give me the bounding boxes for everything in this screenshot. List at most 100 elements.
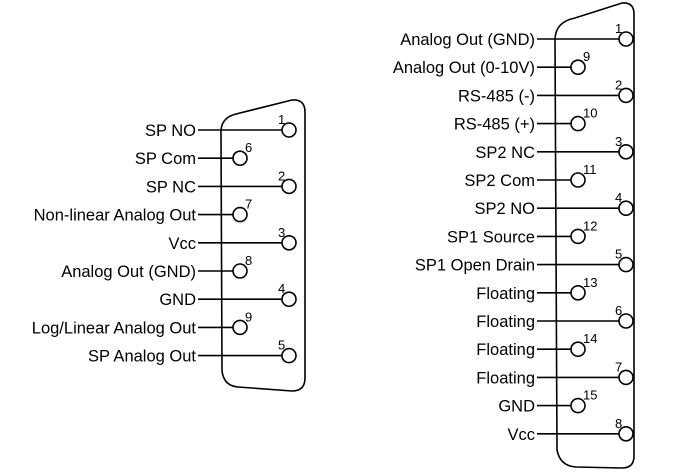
pin-label: Log/Linear Analog Out [32, 319, 197, 337]
db15-pin-5: SP1 Open Drain 5 [415, 247, 634, 275]
db9-pin-3: Vcc 3 [168, 225, 297, 253]
pin-number: 5 [615, 247, 622, 262]
db9-pin-8: Analog Out (GND) 8 [61, 253, 252, 281]
pin-number: 3 [278, 225, 285, 240]
pin-label: SP NO [145, 122, 196, 140]
db15-pin-4: SP2 NO 4 [474, 190, 634, 218]
db15-pin-15: GND 15 [498, 388, 597, 416]
pin-number: 1 [615, 21, 622, 36]
pin-label: Floating [476, 369, 535, 387]
db15-pin-10: RS-485 (+) 10 [454, 106, 598, 134]
pin-contact-icon [618, 369, 634, 386]
pin-contact-icon [570, 59, 586, 75]
pin-label: SP Analog Out [88, 348, 196, 366]
pin-label: SP2 NO [474, 200, 535, 218]
pin-contact-icon [618, 87, 634, 104]
db9-pin-6: SP Com 6 [135, 140, 252, 168]
db15-pin-8: Vcc 8 [507, 416, 634, 444]
db15-pin-1: Analog Out (GND) 1 [400, 21, 634, 49]
pin-contact-icon [232, 263, 248, 279]
pin-contact-icon [570, 172, 586, 188]
pin-number: 8 [245, 253, 252, 268]
db9-pin-1: SP NO 1 [145, 112, 297, 140]
pin-label: RS-485 (-) [458, 87, 535, 105]
pin-contact-icon [281, 122, 297, 138]
pin-contact-icon [618, 313, 634, 329]
db15-pin-6: Floating 6 [476, 303, 634, 331]
pin-number: 2 [278, 168, 285, 183]
pin-label: Non-linear Analog Out [34, 207, 197, 225]
db15-pin-9: Analog Out (0-10V) 9 [393, 49, 590, 77]
db15-pin-3: SP2 NC 3 [475, 134, 634, 162]
pin-contact-icon [570, 115, 586, 132]
db9-pin-4: GND 4 [159, 281, 297, 309]
pin-label: SP2 Com [464, 172, 535, 190]
db9-connector [220, 99, 306, 392]
pin-contact-icon [618, 144, 634, 160]
pin-contact-icon [281, 235, 297, 251]
pin-number: 8 [615, 416, 622, 431]
pin-label: SP1 Source [447, 228, 535, 246]
db9-pin-5: SP Analog Out 5 [88, 338, 297, 366]
pin-label: GND [159, 291, 196, 309]
pin-number: 15 [583, 388, 597, 403]
pin-contact-icon [618, 31, 634, 47]
pin-contact-icon [232, 206, 248, 223]
pin-label: Floating [476, 341, 535, 359]
pin-number: 9 [583, 49, 590, 64]
pin-number: 9 [245, 309, 252, 324]
pin-contact-icon [570, 284, 586, 301]
pin-number: 7 [615, 359, 622, 374]
pin-contact-icon [570, 341, 586, 358]
pin-label: Analog Out (0-10V) [393, 59, 535, 77]
pin-number: 3 [615, 134, 622, 149]
pin-label: SP2 NC [475, 144, 535, 162]
pin-label: Vcc [168, 235, 196, 253]
pin-label: Analog Out (GND) [61, 263, 196, 281]
db15-pin-13: Floating 13 [476, 275, 597, 303]
pin-number: 4 [615, 190, 622, 205]
db9-shell [220, 99, 306, 392]
pin-contact-icon [232, 150, 248, 166]
pin-label: RS-485 (+) [454, 116, 535, 134]
pin-label: Analog Out (GND) [400, 31, 535, 49]
db15-pin-12: SP1 Source 12 [447, 218, 598, 246]
pin-contact-icon [281, 291, 297, 308]
pin-contact-icon [232, 319, 248, 336]
pin-contact-icon [570, 228, 586, 245]
pin-label: SP NC [146, 178, 196, 196]
db15-pin-7: Floating 7 [476, 359, 634, 387]
db9-pin-7: Non-linear Analog Out 7 [34, 197, 253, 225]
pin-number: 5 [278, 338, 285, 353]
db15-pin-14: Floating 14 [476, 331, 597, 359]
pin-number: 7 [245, 197, 252, 212]
db15-connector [554, 2, 635, 469]
pin-label: Floating [476, 285, 535, 303]
db9-pin-2: SP NC 2 [146, 168, 297, 196]
pin-label: Vcc [507, 426, 535, 444]
pin-number: 14 [583, 331, 597, 346]
pin-number: 4 [278, 281, 285, 296]
pin-contact-icon [570, 397, 586, 414]
db15-pin-11: SP2 Com 11 [464, 162, 596, 190]
pin-contact-icon [618, 256, 634, 273]
pin-number: 6 [245, 140, 252, 155]
pin-label: SP1 Open Drain [415, 257, 535, 275]
db9-pin-9: Log/Linear Analog Out 9 [32, 309, 252, 337]
pin-number: 13 [583, 275, 597, 290]
pin-number: 10 [583, 106, 597, 121]
pin-number: 6 [615, 303, 622, 318]
pin-contact-icon [618, 425, 634, 442]
db15-pin-2: RS-485 (-) 2 [458, 77, 634, 105]
pin-contact-icon [618, 200, 634, 216]
pin-number: 12 [583, 218, 597, 233]
db15-shell [554, 2, 635, 469]
pin-contact-icon [281, 178, 297, 195]
pin-contact-icon [281, 347, 297, 364]
pin-label: GND [498, 398, 535, 416]
pin-number: 2 [615, 77, 622, 92]
pin-number: 1 [278, 112, 285, 127]
pin-label: Floating [476, 313, 535, 331]
pin-label: SP Com [135, 150, 196, 168]
pin-number: 11 [583, 162, 597, 177]
